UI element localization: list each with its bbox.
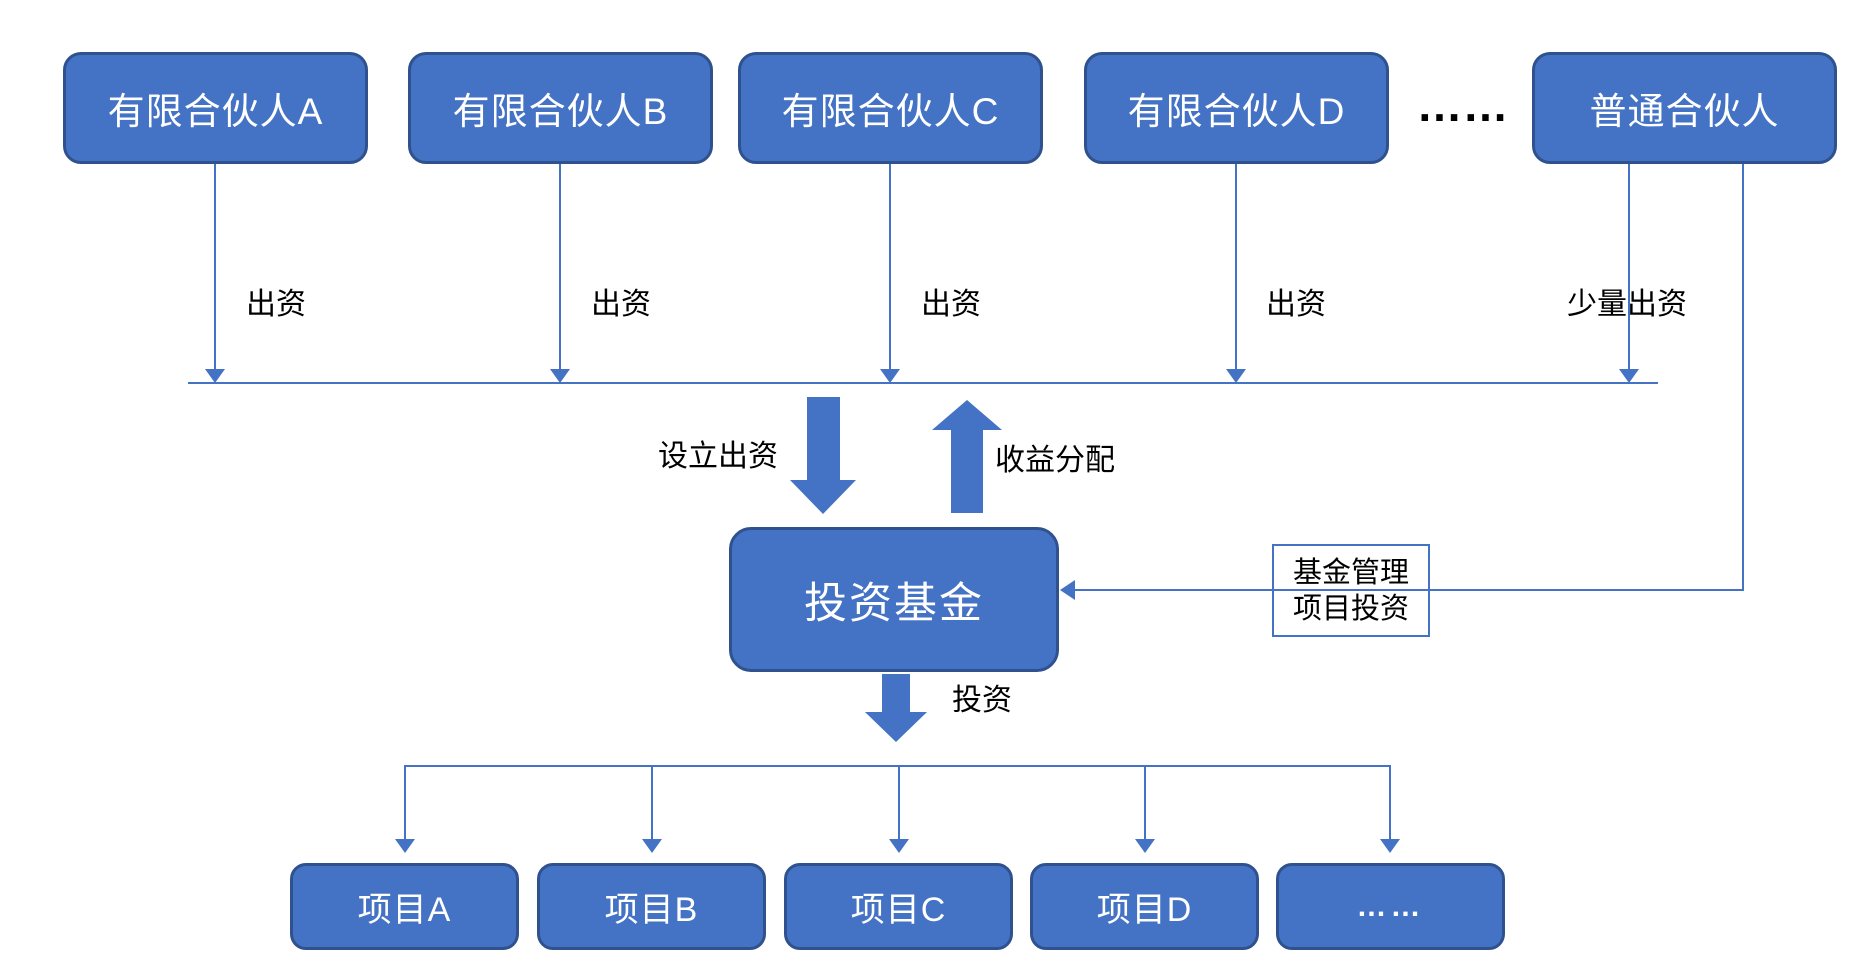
arrowhead-lp-c	[880, 369, 900, 383]
connector-proj-c-drop	[898, 767, 900, 839]
node-project-c: 项目C	[784, 863, 1013, 950]
node-limited-partner-b: 有限合伙人B	[408, 52, 713, 164]
investment-arrow-shaft	[882, 674, 910, 712]
arrowhead-proj-b	[642, 839, 662, 853]
profit-distribution-arrowhead	[932, 400, 1002, 430]
node-limited-partner-d: 有限合伙人D	[1084, 52, 1389, 164]
arrowhead-proj-d	[1135, 839, 1155, 853]
connector-proj-a-drop	[404, 765, 406, 839]
edge-label-lp-a-contribution: 出资	[246, 288, 306, 321]
top-row-ellipsis: ……	[1416, 79, 1509, 131]
node-investment-fund: 投资基金	[729, 527, 1059, 672]
setup-contribution-arrow-shaft	[807, 397, 840, 480]
connector-proj-d-drop	[1144, 767, 1146, 839]
connector-lp-b-drop	[559, 164, 561, 369]
edge-label-investment: 投资	[952, 684, 1012, 717]
arrowhead-lp-a	[205, 369, 225, 383]
node-project-b: 项目B	[537, 863, 766, 950]
collector-line-top	[188, 382, 1658, 384]
setup-contribution-arrowhead	[790, 480, 856, 514]
edge-label-profit-distribution: 收益分配	[995, 444, 1115, 477]
arrowhead-into-fund	[1060, 580, 1075, 600]
connector-gp-drop	[1628, 164, 1630, 369]
connector-gp-management-vertical	[1742, 164, 1744, 590]
connector-gp-management-horizontal	[1075, 589, 1744, 591]
connector-lp-a-drop	[214, 164, 216, 369]
edge-label-setup-contribution: 设立出资	[658, 440, 778, 473]
connector-lp-d-drop	[1235, 164, 1237, 369]
collector-line-bottom	[404, 765, 1391, 767]
arrowhead-proj-c	[889, 839, 909, 853]
node-project-d: 项目D	[1030, 863, 1259, 950]
arrowhead-lp-b	[550, 369, 570, 383]
edge-label-lp-d-contribution: 出资	[1266, 288, 1326, 321]
arrowhead-lp-d	[1226, 369, 1246, 383]
fund-management-note-line1: 基金管理	[1292, 556, 1409, 589]
connector-lp-c-drop	[889, 164, 891, 369]
profit-distribution-arrow-shaft	[951, 430, 983, 513]
node-project-ellipsis: ……	[1276, 863, 1505, 950]
edge-label-lp-c-contribution: 出资	[921, 288, 981, 321]
connector-proj-e-drop	[1389, 765, 1391, 839]
node-limited-partner-a: 有限合伙人A	[63, 52, 368, 164]
fund-management-note: 基金管理 项目投资	[1272, 544, 1430, 637]
node-project-a: 项目A	[290, 863, 519, 950]
fund-management-note-line2: 项目投资	[1292, 592, 1409, 625]
connector-proj-b-drop	[651, 767, 653, 839]
edge-label-lp-b-contribution: 出资	[591, 288, 651, 321]
arrowhead-proj-e	[1380, 839, 1400, 853]
node-general-partner: 普通合伙人	[1532, 52, 1837, 164]
edge-label-gp-small-contribution: 少量出资	[1567, 288, 1687, 321]
arrowhead-proj-a	[395, 839, 415, 853]
investment-arrowhead	[865, 712, 927, 742]
node-limited-partner-c: 有限合伙人C	[738, 52, 1043, 164]
arrowhead-gp	[1619, 369, 1639, 383]
